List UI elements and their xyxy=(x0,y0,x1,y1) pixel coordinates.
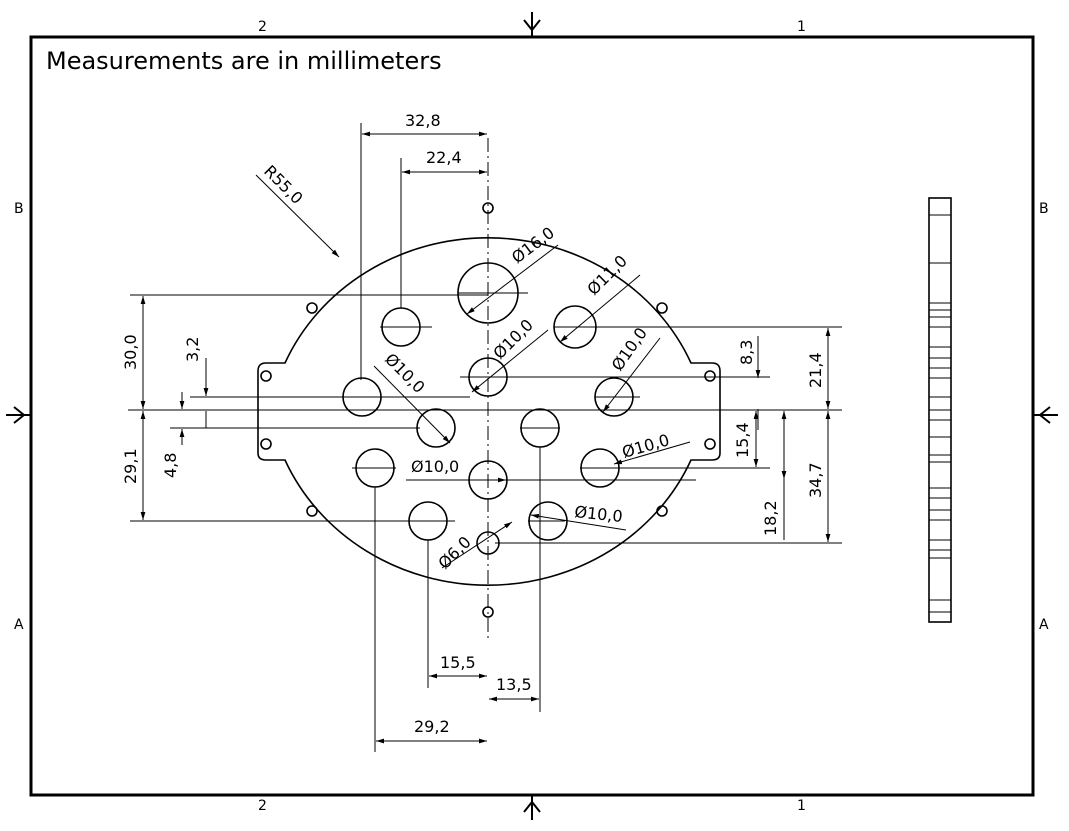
zone-label-right-a: A xyxy=(1039,617,1049,633)
svg-text:30,0: 30,0 xyxy=(121,334,140,370)
mount-hole xyxy=(656,505,668,517)
dimension-phi10-center: Ø10,0 xyxy=(471,315,549,393)
svg-text:3,2: 3,2 xyxy=(183,337,202,362)
drawing-border xyxy=(29,35,1035,797)
svg-text:34,7: 34,7 xyxy=(806,462,825,498)
dimension-phi11: Ø11,0 xyxy=(559,251,641,343)
tab-hole xyxy=(260,438,272,450)
dimension-phi10-middle: Ø10,0 xyxy=(406,457,506,483)
mount-hole xyxy=(482,202,494,214)
dimension-phi10-left: Ø10,0 xyxy=(373,349,451,444)
dimension-4-8: 4,8 xyxy=(161,392,420,478)
zone-label-top-2: 2 xyxy=(258,19,267,35)
dimension-phi6: Ø6,0 xyxy=(434,521,513,573)
zone-label-left-b: B xyxy=(14,201,24,217)
svg-text:18,2: 18,2 xyxy=(761,500,780,536)
svg-text:32,8: 32,8 xyxy=(405,111,441,130)
svg-text:Ø10,0: Ø10,0 xyxy=(574,502,624,526)
centering-mark-top xyxy=(523,12,541,37)
dimension-3-2: 3,2 xyxy=(183,337,345,428)
svg-text:15,4: 15,4 xyxy=(733,422,752,458)
dimension-32-8: 32,8 xyxy=(360,111,487,380)
svg-text:Ø6,0: Ø6,0 xyxy=(434,532,474,572)
zone-label-right-b: B xyxy=(1039,201,1049,217)
svg-text:13,5: 13,5 xyxy=(496,675,532,694)
mount-hole xyxy=(306,505,318,517)
svg-text:Ø11,0: Ø11,0 xyxy=(583,251,631,299)
centering-mark-right xyxy=(1033,406,1058,424)
svg-text:8,3: 8,3 xyxy=(737,340,756,365)
dimension-phi16: Ø16,0 xyxy=(466,223,559,315)
svg-text:Ø10,0: Ø10,0 xyxy=(411,457,459,476)
zone-label-bottom-1: 1 xyxy=(797,798,806,814)
svg-text:Ø10,0: Ø10,0 xyxy=(381,349,429,397)
centering-mark-bottom xyxy=(523,795,541,820)
dimension-r55: R55,0 xyxy=(255,161,340,258)
dimension-21-4: 21,4 xyxy=(598,326,842,409)
dimension-8-3: 8,3 xyxy=(737,336,761,430)
svg-text:29,2: 29,2 xyxy=(414,717,450,736)
dimension-34-7: 34,7 xyxy=(495,411,842,544)
svg-text:15,5: 15,5 xyxy=(440,653,476,672)
units-note: Measurements are in millimeters xyxy=(46,47,442,75)
zone-label-left-a: A xyxy=(14,617,24,633)
dimension-13-5: 13,5 xyxy=(489,447,541,712)
svg-text:Ø16,0: Ø16,0 xyxy=(508,223,558,267)
svg-text:R55,0: R55,0 xyxy=(260,161,306,207)
svg-text:Ø10,0: Ø10,0 xyxy=(620,430,672,462)
svg-text:29,1: 29,1 xyxy=(121,448,140,484)
mount-hole xyxy=(482,606,494,618)
svg-text:Ø10,0: Ø10,0 xyxy=(608,324,651,374)
dimension-phi10-bottom: Ø10,0 xyxy=(530,502,627,531)
dimension-phi10-right-lower: Ø10,0 xyxy=(613,430,691,465)
centering-mark-left xyxy=(6,406,31,424)
dimension-18-2: 18,2 xyxy=(761,411,787,540)
svg-text:22,4: 22,4 xyxy=(426,148,462,167)
svg-text:21,4: 21,4 xyxy=(806,352,825,388)
mount-hole xyxy=(306,302,318,314)
plate-outline xyxy=(257,237,721,586)
dimension-29-2: 29,2 xyxy=(374,487,487,752)
dimension-29-1: 29,1 xyxy=(121,411,410,522)
mount-hole xyxy=(656,302,668,314)
zone-label-top-1: 1 xyxy=(797,19,806,35)
side-view xyxy=(928,197,952,623)
dimension-phi10-right: Ø10,0 xyxy=(602,324,661,413)
dimension-30-0: 30,0 xyxy=(121,294,488,409)
tab-hole xyxy=(260,370,272,382)
svg-text:4,8: 4,8 xyxy=(161,453,180,478)
zone-label-bottom-2: 2 xyxy=(258,798,267,814)
dimension-15-4: 15,4 xyxy=(733,411,759,467)
tab-hole xyxy=(704,438,716,450)
dimension-22-4: 22,4 xyxy=(400,148,487,308)
tab-hole xyxy=(704,370,716,382)
dimension-15-5: 15,5 xyxy=(427,540,487,688)
